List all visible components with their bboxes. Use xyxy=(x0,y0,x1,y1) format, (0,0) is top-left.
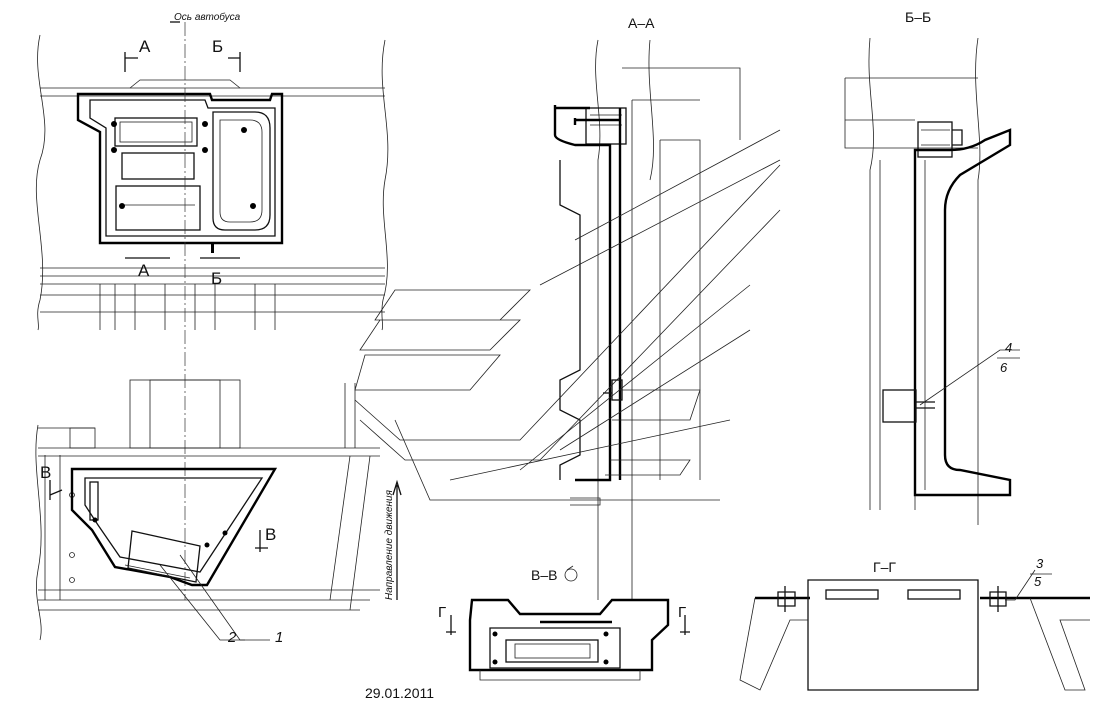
section-vv-view xyxy=(446,565,690,681)
section-vv-title: В–В xyxy=(531,567,557,583)
callout-1: 1 xyxy=(275,629,283,646)
callout-4: 4 xyxy=(1005,340,1012,355)
section-mark-a-bottom: А xyxy=(138,261,150,280)
callout-5: 5 xyxy=(1034,574,1042,589)
section-aa-title: А–А xyxy=(628,15,655,31)
section-mark-v-left: В xyxy=(40,463,51,482)
rotation-icon xyxy=(564,568,578,582)
section-mark-v-right: В xyxy=(265,525,276,544)
section-mark-b-top: Б xyxy=(212,37,223,56)
section-mark-g-left: Г xyxy=(438,604,446,621)
section-aa-view xyxy=(354,39,781,600)
plan-view-top xyxy=(35,21,389,600)
section-mark-a-top: А xyxy=(139,37,151,56)
section-mark-g-right: Г xyxy=(678,604,686,621)
section-gg-view xyxy=(739,569,1090,691)
drawing-date: 29.01.2011 xyxy=(365,685,434,701)
section-bb-view xyxy=(844,37,1020,525)
callout-6: 6 xyxy=(1000,360,1008,375)
side-view-bottom xyxy=(35,379,380,641)
direction-arrow xyxy=(392,479,402,600)
callout-2: 2 xyxy=(227,629,237,646)
bus-axis-label: Ось автобуса xyxy=(174,11,241,23)
section-mark-b-bottom: Б xyxy=(211,269,222,288)
direction-label: Направление движения xyxy=(384,489,395,600)
section-gg-title: Г–Г xyxy=(873,559,896,575)
section-bb-title: Б–Б xyxy=(905,9,931,25)
callout-3: 3 xyxy=(1036,556,1044,571)
